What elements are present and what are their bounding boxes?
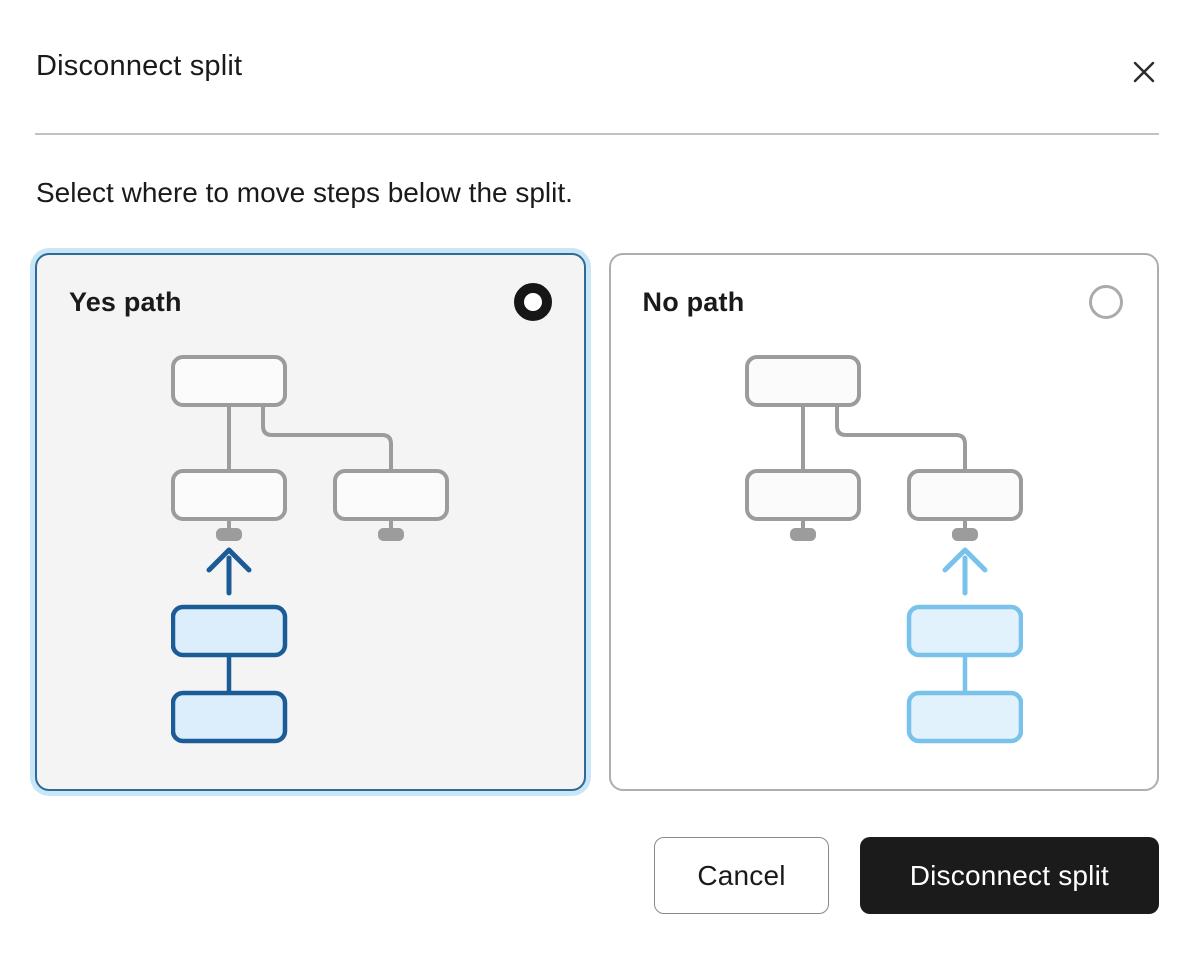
path-option-cards: Yes path No p [35,253,1159,791]
dialog-description: Select where to move steps below the spl… [36,177,573,208]
cancel-button[interactable]: Cancel [654,837,829,914]
close-button[interactable] [1122,50,1166,94]
flow-diagram-no-path [643,355,1126,745]
option-card-no-path[interactable]: No path [608,253,1159,791]
dialog-footer: Cancel Disconnect split [35,837,1159,914]
x-icon [1133,61,1155,83]
option-card-yes-path[interactable]: Yes path [35,253,586,791]
radio-unselected-icon[interactable] [1089,285,1123,319]
dialog-header: Disconnect split [0,0,1194,83]
flow-diagram-yes-path [69,355,552,745]
option-card-header: No path [643,283,1126,321]
option-card-header: Yes path [69,283,552,321]
dialog-title: Disconnect split [36,50,243,82]
option-label: Yes path [69,286,182,317]
radio-selected-icon[interactable] [513,283,552,321]
confirm-button[interactable]: Disconnect split [859,837,1159,914]
header-divider [35,133,1159,135]
option-label: No path [642,286,745,317]
